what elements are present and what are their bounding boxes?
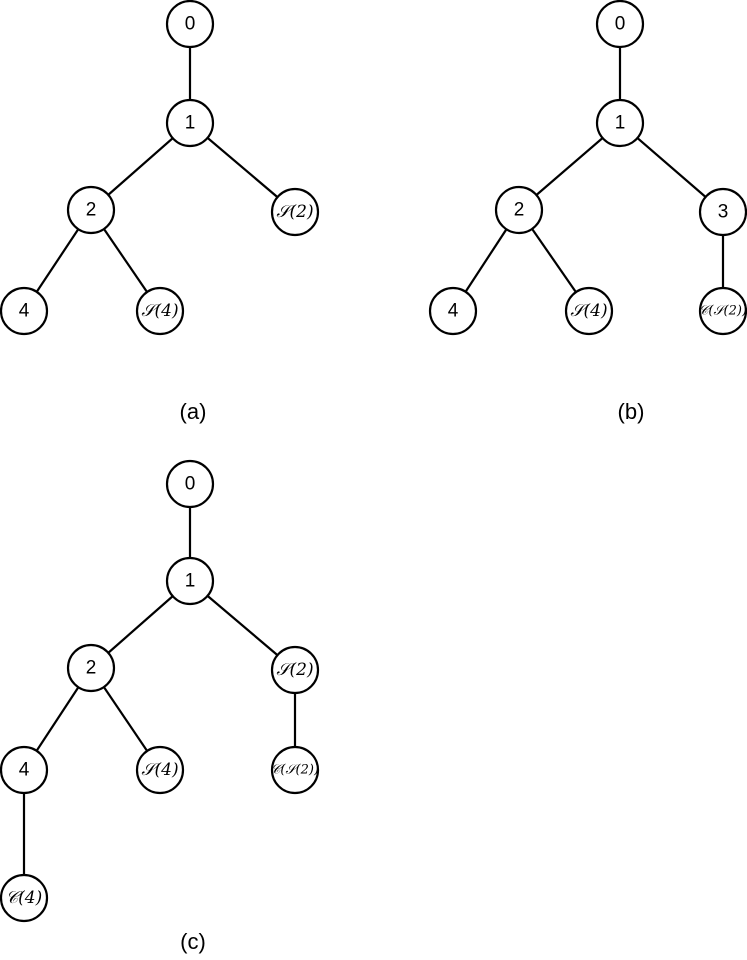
tree-node-c7: 𝒞(4) bbox=[0, 873, 49, 923]
tree-node-c5: 𝒮(4) bbox=[135, 745, 185, 795]
tree-node-c3: 𝒮(2) bbox=[270, 645, 320, 695]
node-circle bbox=[165, 98, 215, 148]
node-circle bbox=[564, 286, 614, 336]
tree-node-b1: 1 bbox=[595, 98, 645, 148]
node-circle bbox=[698, 187, 747, 237]
node-circle bbox=[0, 873, 49, 923]
node-label: 0 bbox=[185, 14, 196, 35]
node-circle bbox=[135, 745, 185, 795]
node-label: 1 bbox=[615, 113, 626, 134]
tree-node-b0: 0 bbox=[595, 0, 645, 49]
node-circle bbox=[270, 645, 320, 695]
node-label: 2 bbox=[514, 200, 525, 221]
node-circle bbox=[270, 187, 320, 237]
tree-node-b2: 2 bbox=[494, 185, 544, 235]
node-circle bbox=[270, 745, 320, 795]
node-circle bbox=[698, 286, 747, 336]
node-label: 𝒮(4) bbox=[570, 301, 607, 321]
tree-node-a1: 1 bbox=[165, 98, 215, 148]
node-circle bbox=[494, 185, 544, 235]
tree-node-a5: 𝒮(4) bbox=[135, 286, 185, 336]
node-label: 2 bbox=[86, 658, 97, 679]
node-label: 1 bbox=[185, 113, 196, 134]
node-circle bbox=[66, 643, 116, 693]
caption-b: (b) bbox=[618, 399, 645, 424]
node-label: 0 bbox=[185, 474, 196, 495]
tree-node-b6: 𝒞(𝒮(2)) bbox=[698, 286, 747, 336]
node-label: 𝒮(4) bbox=[141, 301, 178, 321]
node-label: 4 bbox=[19, 760, 30, 781]
node-circle bbox=[165, 0, 215, 49]
node-label: 4 bbox=[448, 301, 459, 322]
node-label: 1 bbox=[185, 571, 196, 592]
node-circle bbox=[66, 185, 116, 235]
node-label: 0 bbox=[615, 14, 626, 35]
node-label: 𝒞(4) bbox=[6, 888, 42, 908]
caption-c: (c) bbox=[180, 929, 206, 954]
node-label: 𝒮(2) bbox=[276, 660, 313, 680]
caption-a: (a) bbox=[180, 399, 207, 424]
node-circle bbox=[165, 459, 215, 509]
tree-node-a4: 4 bbox=[0, 286, 49, 336]
node-circle bbox=[135, 286, 185, 336]
tree-node-c2: 2 bbox=[66, 643, 116, 693]
node-label: 4 bbox=[19, 301, 30, 322]
tree-node-b4: 4 bbox=[428, 286, 478, 336]
node-circle bbox=[165, 556, 215, 606]
tree-node-a0: 0 bbox=[165, 0, 215, 49]
node-circle bbox=[595, 0, 645, 49]
node-label: 𝒞(𝒮(2)) bbox=[271, 763, 319, 778]
tree-node-a3: 𝒮(2) bbox=[270, 187, 320, 237]
node-circle bbox=[428, 286, 478, 336]
node-label: 2 bbox=[86, 200, 97, 221]
node-label: 𝒞(𝒮(2)) bbox=[699, 304, 747, 319]
tree-node-a2: 2 bbox=[66, 185, 116, 235]
tree-node-c6: 𝒞(𝒮(2)) bbox=[270, 745, 320, 795]
tree-node-b3: 3 bbox=[698, 187, 747, 237]
tree-node-c0: 0 bbox=[165, 459, 215, 509]
node-circle bbox=[0, 745, 49, 795]
edges-layer bbox=[22, 24, 725, 898]
tree-node-b5: 𝒮(4) bbox=[564, 286, 614, 336]
tree-node-c1: 1 bbox=[165, 556, 215, 606]
node-label: 𝒮(4) bbox=[141, 760, 178, 780]
node-label: 𝒮(2) bbox=[276, 202, 313, 222]
node-label: 3 bbox=[718, 202, 729, 223]
node-circle bbox=[595, 98, 645, 148]
captions-layer: (a) (b) (c) bbox=[180, 399, 645, 954]
node-circle bbox=[0, 286, 49, 336]
tree-node-c4: 4 bbox=[0, 745, 49, 795]
